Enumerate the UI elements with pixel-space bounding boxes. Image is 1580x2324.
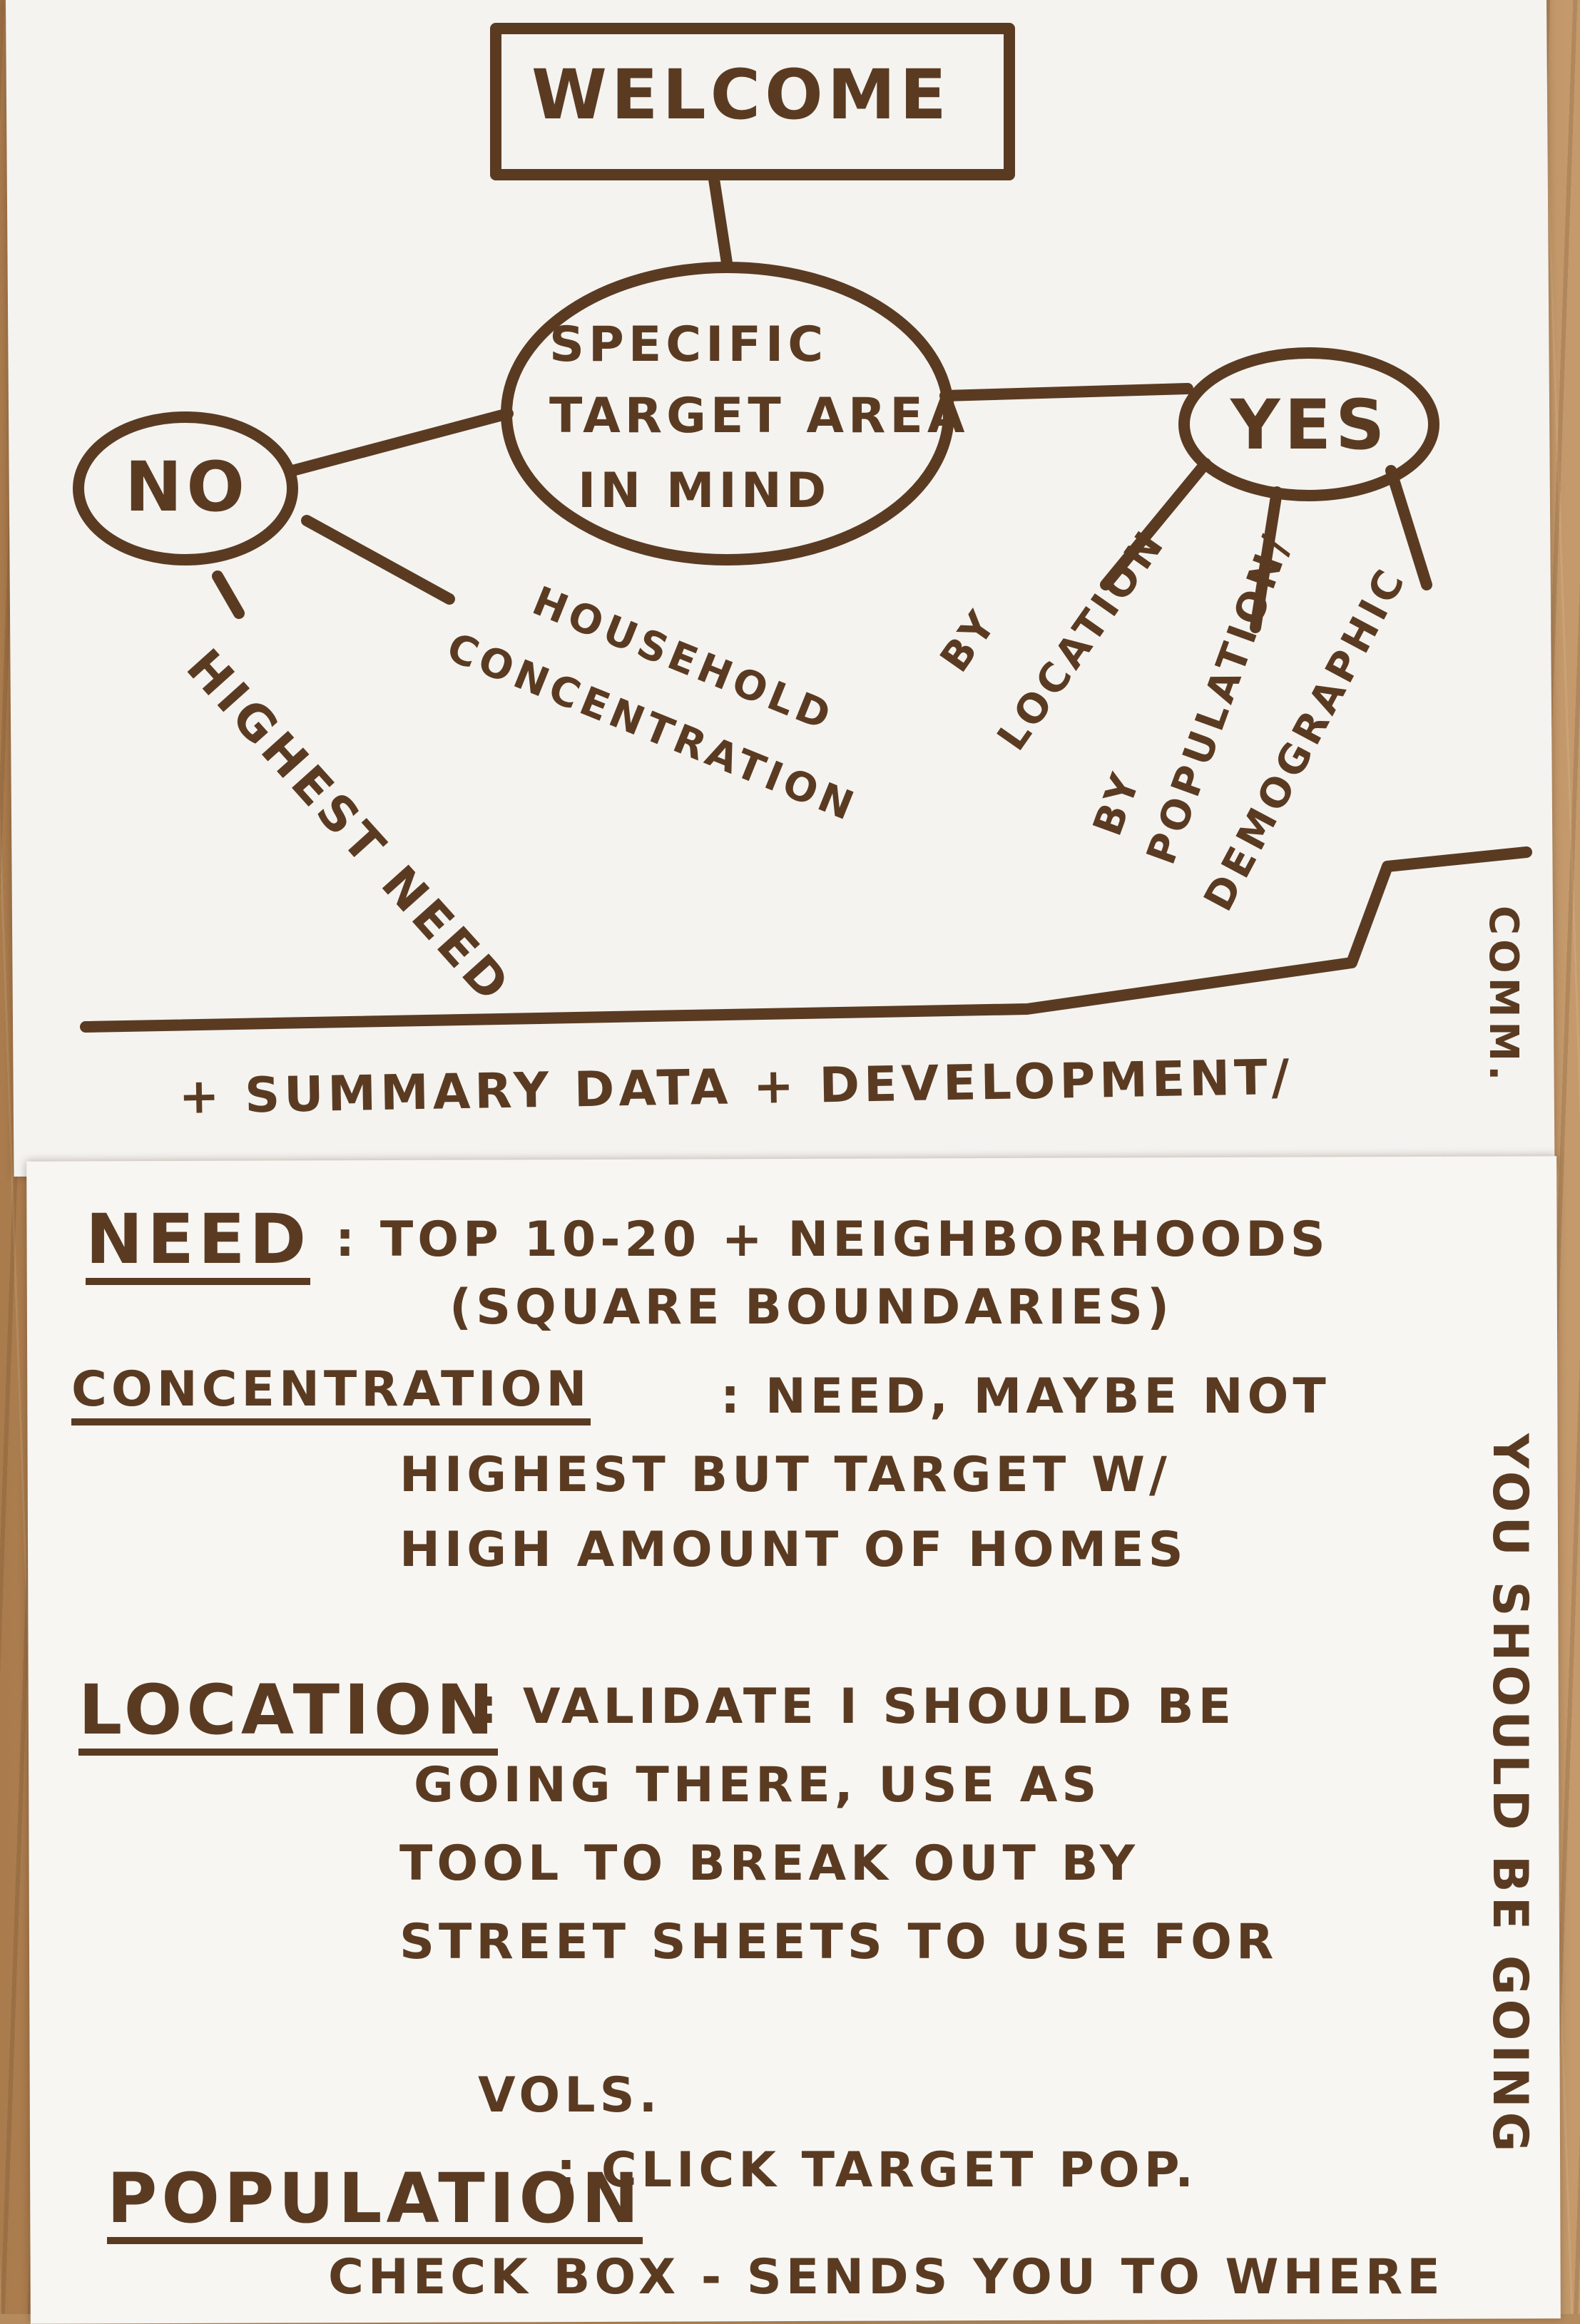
location-note-line-2: GOING THERE, USE AS	[414, 1757, 1101, 1813]
no-to-household-connector	[301, 515, 455, 605]
need-note-label: NEED	[86, 1205, 311, 1285]
location-note-label: LOCATION	[78, 1676, 498, 1756]
question-node-line-3: IN MIND	[578, 463, 831, 519]
yes-to-third-branch-connector	[1385, 465, 1432, 590]
need-note-line-1: : TOP 10-20 + NEIGHBORHOODS	[335, 1212, 1330, 1268]
question-node-line-1: SPECIFIC	[549, 317, 828, 373]
question-to-yes-connector	[939, 383, 1193, 401]
concentration-note-line-3: HIGH AMOUNT OF HOMES	[399, 1522, 1188, 1578]
welcome-box	[490, 23, 1015, 180]
population-note-line-2: CHECK BOX - SENDS YOU TO WHERE	[328, 2249, 1444, 2305]
no-node-label: NO	[125, 447, 249, 527]
concentration-note-line-1: : NEED, MAYBE NOT	[720, 1368, 1330, 1425]
question-node-line-2: TARGET AREA	[549, 388, 969, 444]
no-ellipse	[73, 411, 298, 565]
section-divider-line	[80, 846, 1532, 1033]
vertical-side-note: YOU SHOULD BE GOING	[1482, 1433, 1538, 2156]
concentration-note-line-2: HIGHEST BUT TARGET W/	[399, 1447, 1171, 1503]
question-to-no-connector	[287, 408, 514, 476]
yes-node-label: YES	[1230, 385, 1390, 465]
need-note-line-2: (SQUARE BOUNDARIES)	[449, 1279, 1174, 1336]
location-note-line-3: TOOL TO BREAK OUT BY	[399, 1836, 1139, 1892]
population-note-line-1: : CLICK TARGET POP.	[556, 2142, 1198, 2198]
location-note-line-1: : VALIDATE I SHOULD BE	[478, 1679, 1236, 1735]
location-note-line-5: VOLS.	[478, 2067, 662, 2124]
welcome-to-question-connector	[708, 169, 733, 273]
yes-to-location-connector	[1100, 458, 1211, 590]
population-note-label: POPULATION	[107, 2164, 643, 2244]
location-note-line-4: STREET SHEETS TO USE FOR	[399, 1914, 1278, 1970]
yes-ellipse	[1178, 347, 1439, 501]
welcome-node-label: WELCOME	[531, 55, 951, 135]
comm-side-text: COMM.	[1480, 906, 1527, 1085]
concentration-note-label: CONCENTRATION	[71, 1366, 591, 1425]
no-to-highest-need-connector	[212, 570, 245, 619]
yes-to-population-connector	[1250, 486, 1283, 633]
